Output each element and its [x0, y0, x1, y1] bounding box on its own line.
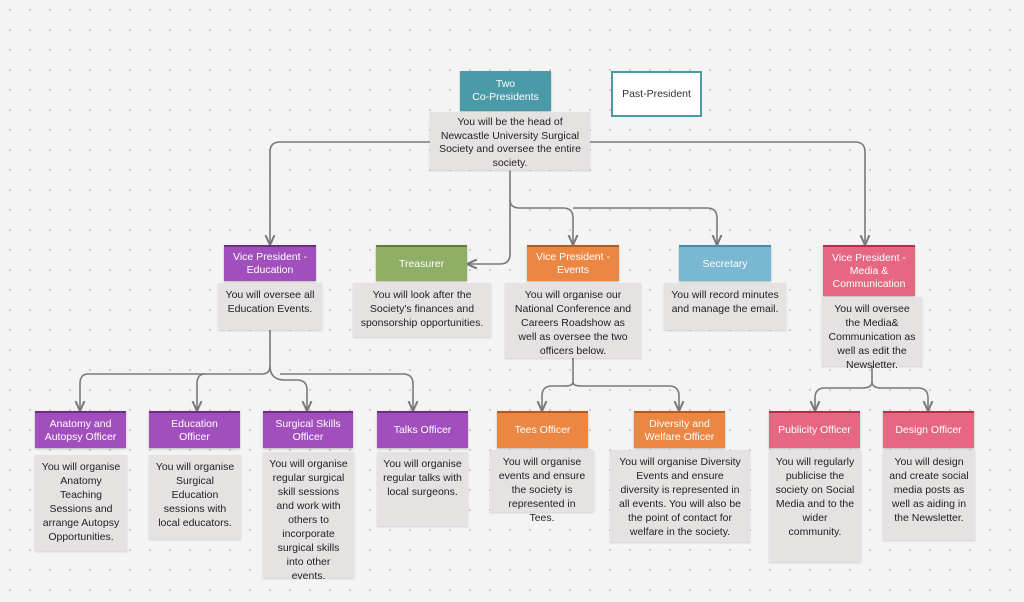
connector-vpe-to-officers [80, 330, 271, 410]
connector-president-to-vp-media [590, 141, 865, 244]
secretary-title: Secretary [702, 257, 748, 270]
tees-officer-box: Tees Officer [497, 411, 588, 448]
co-presidents-description: You will be the head of Newcastle Univer… [430, 112, 590, 170]
tees-officer-title: Tees Officer [514, 424, 571, 436]
vp-events-description: You will organise our National Conferenc… [505, 283, 641, 358]
tees-officer-description: You will organise events and ensure the … [490, 450, 594, 524]
talks-officer-box: Talks Officer [377, 411, 468, 448]
connector-vpm-to-design [871, 381, 928, 410]
vp-media-title: Vice President - Media & Communication [832, 252, 906, 290]
surgical-skills-officer-description: You will organise regular surgical skill… [263, 452, 354, 582]
vp-media-box: Vice President - Media & Communication [823, 245, 915, 296]
vp-media-description: You will oversee the Media& Communicatio… [822, 297, 922, 371]
treasurer-title: Treasurer [398, 257, 445, 270]
connector-vpm-to-officers [815, 366, 873, 410]
design-officer-box: Design Officer [883, 411, 974, 448]
design-officer-title: Design Officer [895, 424, 962, 436]
treasurer-description: You will look after the Society's financ… [353, 283, 491, 337]
vp-events-title: Vice President - Events [536, 251, 610, 276]
co-presidents-title: Two Co-Presidents [472, 78, 539, 103]
diversity-officer-description: You will organise Diversity Events and e… [610, 450, 750, 542]
connector-vpe-to-education-officer [197, 373, 206, 410]
anatomy-officer-box: Anatomy and Autopsy Officer [35, 411, 126, 448]
connector-vpev-to-diversity [572, 381, 679, 410]
education-officer-description: You will organise Surgical Education ses… [149, 455, 241, 539]
connector-president-to-vp-education [270, 141, 430, 244]
diversity-officer-title: Diversity and Welfare Officer [644, 417, 715, 443]
surgical-skills-officer-title: Surgical Skills Officer [275, 417, 341, 443]
co-presidents-box: Two Co-Presidents [460, 71, 551, 111]
treasurer-box: Treasurer [376, 245, 467, 281]
anatomy-officer-description: You will organise Anatomy Teaching Sessi… [35, 455, 127, 551]
publicity-officer-box: Publicity Officer [769, 411, 860, 448]
connector-vpev-to-officers [542, 358, 574, 410]
secretary-description: You will record minutes and manage the e… [664, 283, 786, 330]
vp-education-box: Vice President - Education [224, 245, 316, 281]
past-president-box: Past-President [611, 71, 702, 117]
publicity-officer-description: You will regularly publicise the society… [769, 450, 861, 562]
vp-education-title: Vice President - Education [233, 251, 307, 276]
education-officer-box: Education Officer [149, 411, 240, 448]
vp-education-description: You will oversee all Education Events. [218, 283, 322, 330]
connector-vpe-to-talks-officer [280, 373, 413, 410]
anatomy-officer-title: Anatomy and Autopsy Officer [44, 417, 117, 443]
past-president-title: Past-President [622, 87, 691, 100]
design-officer-description: You will design and create social media … [883, 450, 975, 540]
education-officer-title: Education Officer [171, 417, 218, 443]
connector-president-to-treasurer [468, 200, 511, 264]
vp-events-box: Vice President - Events [527, 245, 619, 281]
talks-officer-description: You will organise regular talks with loc… [377, 452, 468, 526]
secretary-box: Secretary [679, 245, 771, 281]
talks-officer-title: Talks Officer [393, 424, 452, 436]
connector-vpe-to-skills-officer [269, 365, 307, 410]
publicity-officer-title: Publicity Officer [778, 424, 851, 436]
diversity-officer-box: Diversity and Welfare Officer [634, 411, 725, 448]
connector-president-to-secretary [573, 207, 717, 244]
connector-president-to-vp-events [509, 171, 573, 244]
surgical-skills-officer-box: Surgical Skills Officer [263, 411, 353, 448]
